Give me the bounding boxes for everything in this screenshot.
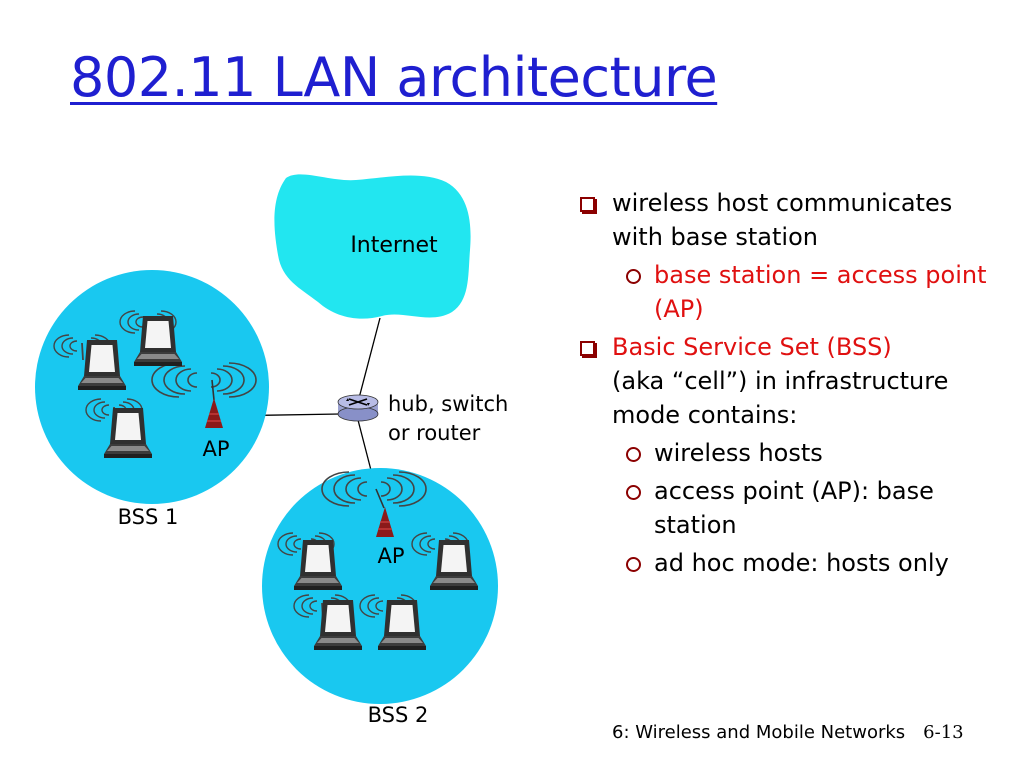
bullet-list: wireless host communicates with base sta… xyxy=(570,186,1010,584)
router-label-line2: or router xyxy=(388,421,481,445)
router-label-line1: hub, switch xyxy=(388,392,508,416)
ap1-label: AP xyxy=(202,437,229,461)
router-icon xyxy=(337,394,379,422)
bullet-item: Basic Service Set (BSS) (aka “cell”) in … xyxy=(570,330,1010,432)
ap2-label: AP xyxy=(377,544,404,568)
circle-bullet-icon xyxy=(626,557,641,572)
bss1-cell xyxy=(35,270,269,504)
bullet-item: wireless host communicates with base sta… xyxy=(570,186,1010,254)
sub-bullet-item: wireless hosts xyxy=(570,436,1010,470)
footer-chapter: 6: Wireless and Mobile Networks xyxy=(612,722,906,743)
sub-bullet-item: ad hoc mode: hosts only xyxy=(570,546,1010,580)
slide-footer: 6: Wireless and Mobile Networks 6-13 xyxy=(612,722,964,743)
slide-title: 802.11 LAN architecture xyxy=(70,46,718,109)
internet-link xyxy=(357,317,381,403)
sub-bullet-item: base station = access point (AP) xyxy=(570,258,1010,326)
page-number: 6-13 xyxy=(923,722,964,743)
circle-bullet-icon xyxy=(626,447,641,462)
bss1-label: BSS 1 xyxy=(118,505,179,529)
circle-bullet-icon xyxy=(626,269,641,284)
box-bullet-icon xyxy=(580,197,595,212)
internet-cloud xyxy=(274,174,471,319)
bss2-label: BSS 2 xyxy=(368,703,429,727)
internet-label: Internet xyxy=(350,233,438,258)
sub-bullet-item: access point (AP): base station xyxy=(570,474,1010,542)
box-bullet-icon xyxy=(580,341,595,356)
circle-bullet-icon xyxy=(626,485,641,500)
